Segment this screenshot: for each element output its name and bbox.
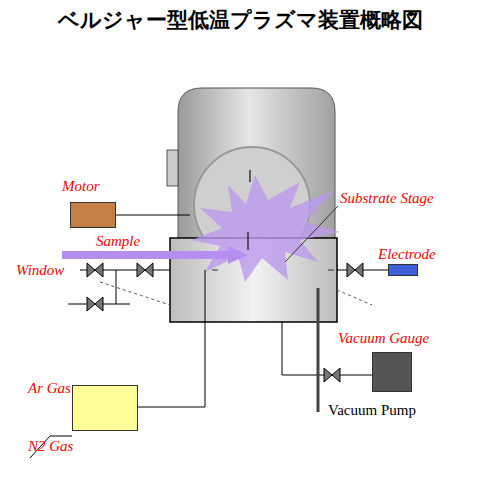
motor-box-shape (70, 202, 116, 228)
part-label: Vacuum Pump (328, 402, 416, 419)
electrode-box-shape (388, 264, 418, 276)
jar-flange (167, 150, 178, 186)
valve (137, 263, 153, 277)
light-beam (62, 251, 230, 259)
guide-line (100, 282, 170, 305)
diagram-title: ベルジャー型低温プラズマ装置概略図 (0, 6, 480, 34)
gas-box-shape (72, 385, 138, 431)
valve (87, 263, 103, 277)
base-mark (212, 270, 218, 271)
valve (87, 297, 103, 311)
vacuum-gauge-box-shape (372, 352, 412, 392)
gas-label: Ar Gas (28, 380, 71, 397)
pump-pipe (317, 288, 320, 412)
vacuum-gauge-label: Vacuum Gauge (338, 330, 429, 347)
motor-label: Motor (62, 178, 100, 195)
valve (347, 263, 363, 277)
gas-box: Ar Gas (28, 380, 138, 431)
gas-pipe (138, 270, 205, 407)
part-label: Substrate Stage (340, 190, 434, 207)
plasma-glow (192, 175, 340, 282)
pipe (116, 270, 117, 304)
substrate-stage (247, 232, 249, 250)
electrode-label: Electrode (378, 246, 436, 263)
guide-line (337, 290, 372, 305)
part-label: Sample (96, 233, 140, 250)
gas-label: N2 Gas (28, 438, 73, 455)
part-label: Window (16, 262, 64, 279)
gauge-pipe (282, 322, 372, 375)
electrode-box: Electrode (378, 246, 436, 276)
leader-line (285, 206, 338, 262)
motor-box: Motor (62, 178, 116, 228)
motor-shaft (116, 215, 190, 216)
base-mark (328, 270, 334, 271)
valve (324, 368, 340, 382)
beam-head (228, 246, 248, 264)
jar-mark (249, 170, 251, 182)
vacuum-gauge-box: Vacuum Gauge (338, 330, 430, 392)
